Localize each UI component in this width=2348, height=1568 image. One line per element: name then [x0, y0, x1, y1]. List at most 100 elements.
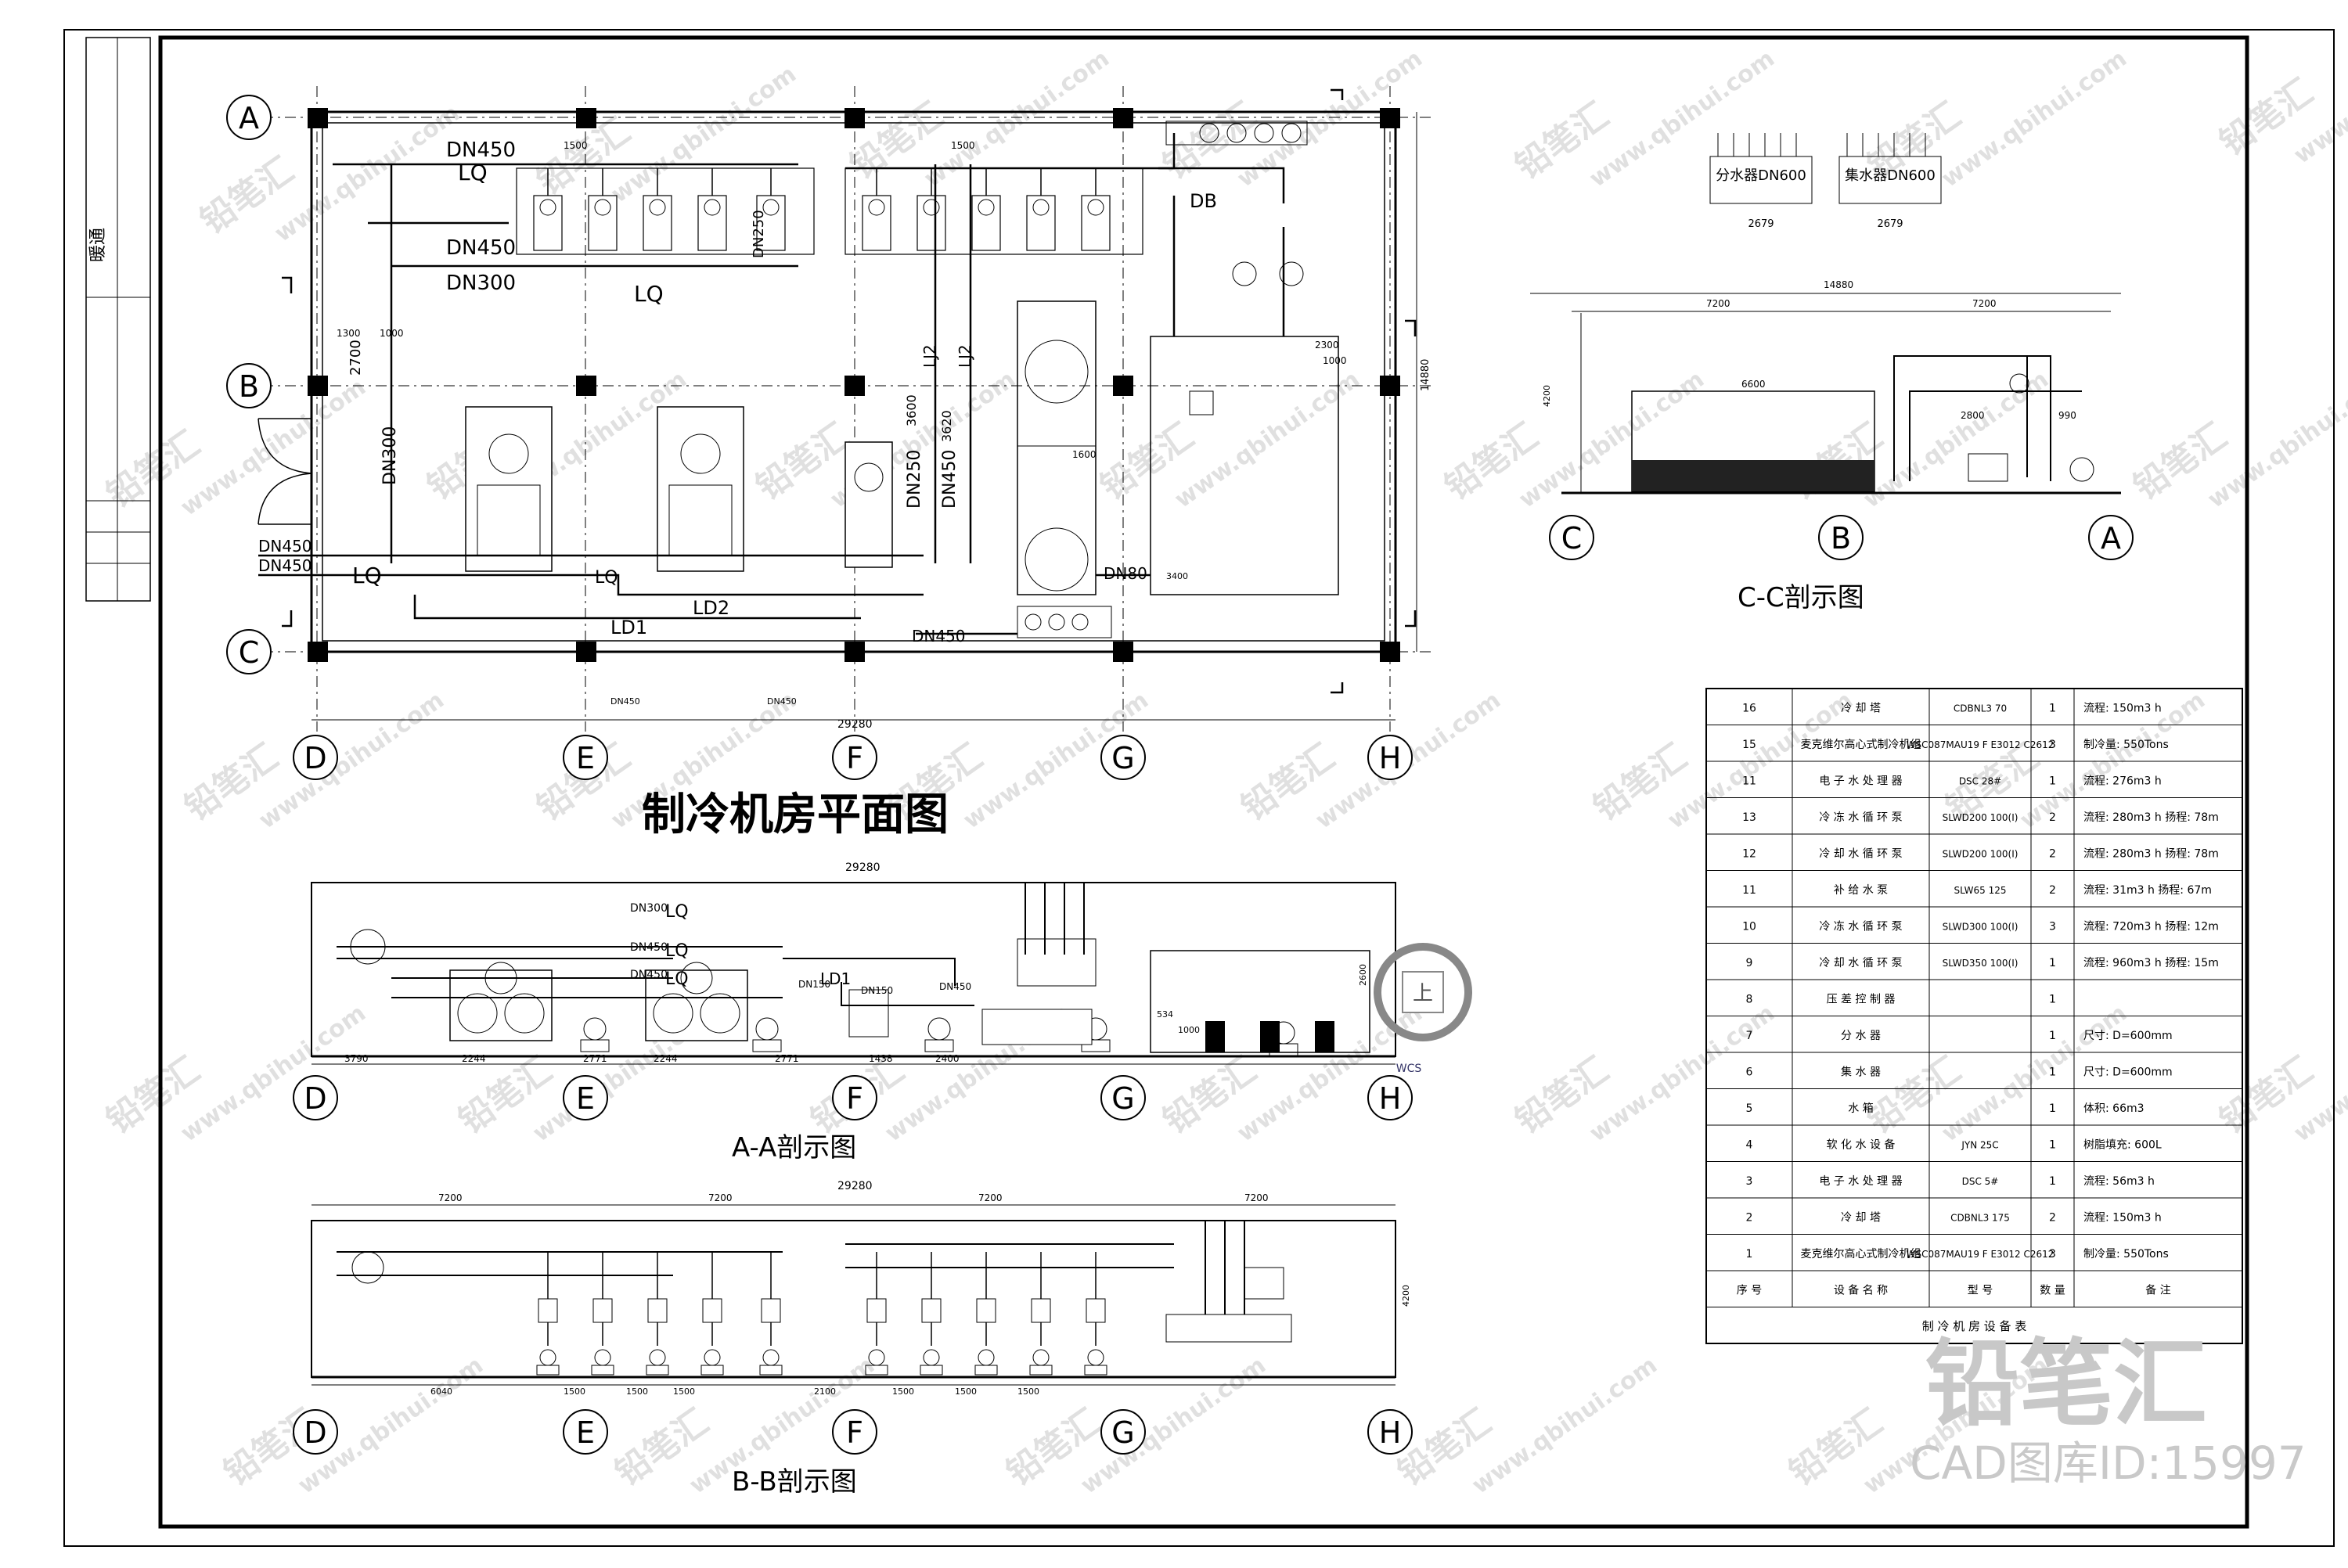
equipment-header-cell: 序 号 [1737, 1284, 1762, 1296]
bb-pump-stack [759, 1252, 783, 1376]
aa-pipe-label: DN450 [939, 981, 971, 992]
left-title-strip: 暖通 [85, 37, 151, 602]
plan-dim: 2700 [348, 340, 364, 376]
bb-col-bubble-D: D [293, 1409, 338, 1455]
equipment-cell: 流程: 960m3 h 扬程: 15m [2083, 957, 2219, 969]
equipment-cell: 2 [2049, 847, 2056, 860]
aa-dim: 2244 [462, 1053, 486, 1064]
aa-dim: 2771 [583, 1053, 607, 1064]
equipment-header-row: 序 号设 备 名 称型 号数 量备 注 [1737, 1283, 2171, 1296]
compass-label: 上 [1413, 982, 1433, 1005]
pump-unit [643, 168, 672, 251]
cc-dim: 14880 [1824, 279, 1853, 290]
aa-col-bubble-G-label: G [1111, 1081, 1134, 1116]
plan-pipe-label: LQ [595, 568, 618, 588]
bb-dim: 7200 [438, 1192, 463, 1203]
plan-col-bubble-G: G [1100, 735, 1146, 780]
plan-pipe-label: LQ [458, 160, 488, 185]
equipment-header-cell: 数 量 [2040, 1284, 2065, 1296]
plan-row-bubble-C-label: C [239, 635, 260, 670]
plan-row-bubble-B-label: B [239, 369, 259, 404]
section-cc-title: C-C剖示图 [1738, 582, 1864, 613]
bb-pump-stack [591, 1252, 614, 1376]
aa-pump [580, 1017, 610, 1052]
cc-col-bubble-A: A [2088, 515, 2134, 560]
equipment-cell: 1 [2049, 1175, 2056, 1188]
equipment-cell: 流程: 280m3 h 扬程: 78m [2083, 847, 2219, 860]
plan-pipe-label: DN300 [446, 272, 516, 295]
inner-frame [158, 35, 2249, 1529]
aa-dim: 534 [1157, 1009, 1173, 1020]
equipment-cell: 流程: 720m3 h 扬程: 12m [2083, 920, 2219, 933]
aa-pipe-label: DN450 [630, 969, 668, 981]
equipment-cell: 2 [2049, 811, 2056, 824]
plan-col-bubble-D-label: D [304, 741, 326, 775]
bb-col-bubble-E-label: E [576, 1415, 595, 1450]
equipment-cell: 5 [1746, 1102, 1753, 1115]
equipment-cell: 1 [2049, 1030, 2056, 1042]
plan-pipe-label: DN80 [1104, 564, 1147, 583]
aa-dim: 2600 [1358, 964, 1368, 986]
plan-dim: 1600 [1072, 449, 1097, 460]
plan-dim: 29280 [837, 718, 873, 731]
watermark-url-text: www.qbihui.com [176, 999, 371, 1147]
bb-col-bubble-E: E [563, 1409, 608, 1455]
equipment-cell: 11 [1742, 884, 1756, 897]
watermark-url-text: www.qbihui.com [176, 373, 371, 521]
equipment-cell: DSC 5# [1962, 1176, 1999, 1187]
pump-unit [862, 168, 891, 251]
bb-dim: 4200 [1401, 1285, 1411, 1307]
cc-col-bubble-A-label: A [2101, 521, 2121, 556]
plan-dim: 1300 [337, 328, 361, 339]
aa-dim: 3790 [344, 1053, 369, 1064]
plan-pipe-label: LQ [634, 281, 664, 307]
equipment-cell: 12 [1742, 847, 1756, 860]
plan-col-bubble-E-label: E [576, 741, 595, 775]
bb-dim: 7200 [1244, 1192, 1269, 1203]
plan-pipe-label: DN450 [767, 696, 797, 707]
equipment-cell: 冷 却 塔 [1841, 702, 1881, 714]
equipment-cell: 冷 却 塔 [1841, 1211, 1881, 1224]
cad-library-id: CAD图库ID:15997 [1910, 1437, 2307, 1490]
equipment-cell: 15 [1742, 739, 1756, 751]
bb-col-bubble-H: H [1367, 1409, 1413, 1455]
aa-col-bubble-F: F [832, 1075, 877, 1120]
cc-col-bubble-B: B [1818, 515, 1864, 560]
cc-col-bubble-C: C [1549, 515, 1594, 560]
condenser-pump-row [533, 168, 786, 251]
bb-equipment [351, 1251, 1107, 1376]
chilled-pump-row [862, 168, 1111, 251]
aa-col-bubble-E: E [563, 1075, 608, 1120]
equipment-cell: 尺寸: D=600mm [2083, 1030, 2173, 1042]
equipment-cell: 制冷量: 550Tons [2083, 1248, 2169, 1261]
plan-pipe-label: LJ2 [956, 344, 974, 368]
plan-dim: 1000 [1323, 355, 1347, 366]
plan-col-bubble-F: F [832, 735, 877, 780]
equipment-cell: 13 [1742, 811, 1756, 824]
cc-col-bubble-B-label: B [1831, 521, 1851, 556]
section-markers [282, 88, 1417, 694]
plan-headers-tank [1017, 120, 1339, 638]
watermark-url-text: www.qbihui.com [920, 45, 1115, 192]
equipment-cell: DSC 28# [1959, 775, 2001, 786]
equipment-cell: SLW65 125 [1954, 885, 2006, 896]
cc-tank-fill [1632, 460, 1874, 491]
equipment-cell: 制冷量: 550Tons [2083, 739, 2169, 751]
equipment-cell: 电 子 水 处 理 器 [1819, 775, 1902, 787]
equipment-cell: 流程: 280m3 h 扬程: 78m [2083, 811, 2219, 824]
aa-pipe-label: DN450 [630, 941, 668, 954]
